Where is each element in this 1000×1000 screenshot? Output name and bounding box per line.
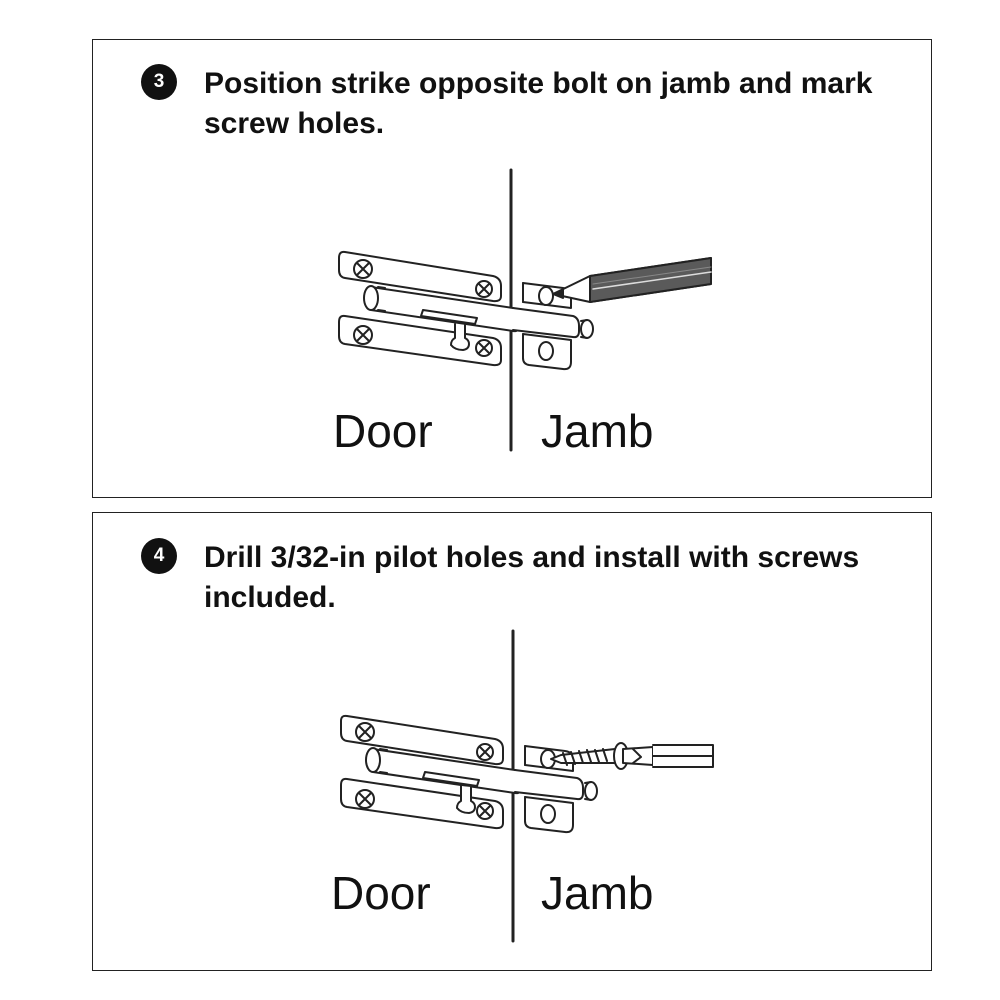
screw-icon [476, 802, 494, 820]
step-instruction: Position strike opposite bolt on jamb an… [204, 67, 873, 140]
step-4-panel: 4 Drill 3/32-in pilot holes and install … [92, 512, 932, 971]
screw-icon [475, 339, 493, 357]
bolt-bottom-plate [338, 314, 502, 367]
strike-screw-hole-top [538, 286, 554, 306]
screwdriver-icon [622, 744, 714, 768]
step-3-panel: 3 Position strike opposite bolt on jamb … [92, 39, 932, 498]
step-number-badge: 4 [141, 538, 177, 574]
step-number-badge: 3 [141, 64, 177, 100]
bolt-bottom-plate [340, 777, 504, 830]
bolt-rod [512, 307, 594, 339]
step-instruction: Drill 3/32-in pilot holes and install wi… [204, 541, 860, 614]
pencil-icon [552, 257, 712, 303]
jamb-label: Jamb [541, 405, 654, 457]
bolt-top-plate [338, 250, 502, 303]
screw-icon [476, 743, 494, 761]
door-label: Door [331, 867, 431, 919]
door-label: Door [333, 405, 433, 457]
bolt-barrel [363, 285, 520, 351]
strike-screw-hole-bottom [538, 341, 554, 361]
bolt-top-plate [340, 714, 504, 766]
screw-icon [475, 280, 493, 298]
screw-icon [355, 789, 375, 809]
strike-plate [522, 282, 572, 371]
strike-plate [524, 745, 574, 834]
screw-icon [355, 722, 375, 742]
screw-icon [353, 259, 373, 279]
barrel-bolt-illustration [340, 629, 714, 943]
strike-screw-hole-bottom [540, 804, 556, 824]
barrel-bolt-illustration [338, 168, 712, 452]
jamb-label: Jamb [541, 867, 654, 919]
bolt-rod [514, 769, 598, 801]
screw-icon [353, 325, 373, 345]
